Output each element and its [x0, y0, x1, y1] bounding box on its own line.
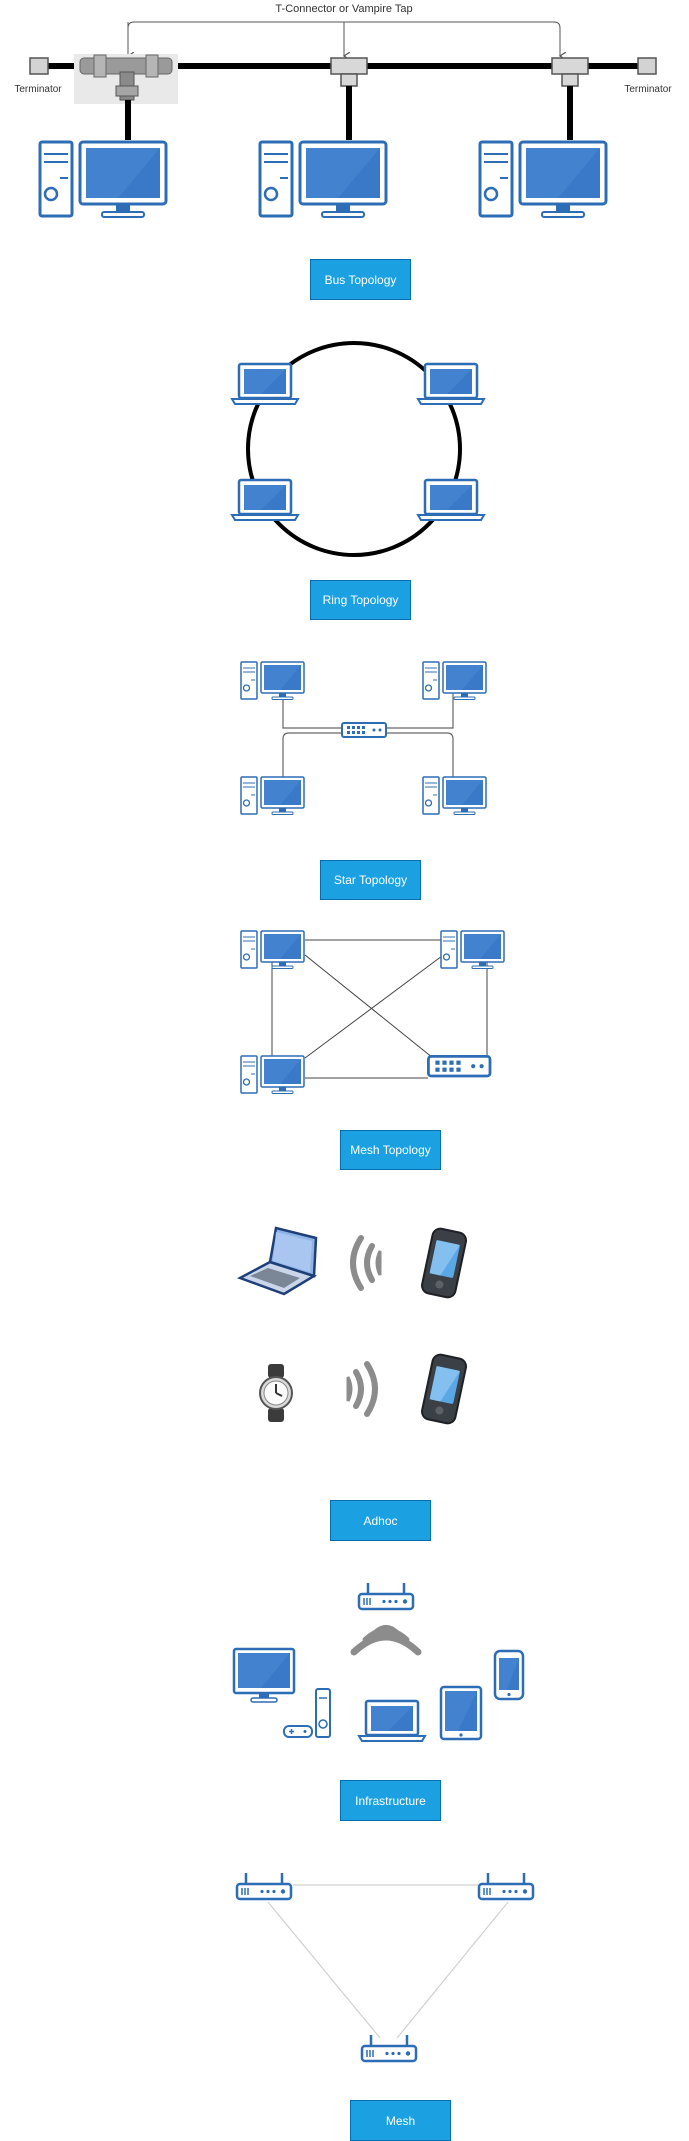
- terminator-left-label: Terminator: [14, 84, 62, 95]
- wireless-router-icon: [477, 1871, 535, 1901]
- wifi-signal-icon: [350, 1235, 382, 1291]
- laptop-icon: [230, 478, 300, 522]
- mesh-topology: [240, 930, 505, 1095]
- mesh-topology-caption: Mesh Topology: [340, 1130, 441, 1170]
- adhoc-network: [236, 1226, 469, 1426]
- ring-topology-caption: Ring Topology: [310, 580, 411, 620]
- wireless-router-icon: [357, 1581, 415, 1611]
- wifi-signal-icon: [346, 1361, 378, 1417]
- terminator-left-icon: [29, 57, 49, 75]
- laptop-icon: [357, 1699, 427, 1743]
- ring-topology: [230, 341, 486, 557]
- laptop-icon: [416, 478, 486, 522]
- tablet-icon: [439, 1685, 483, 1741]
- desktop-computer-icon: [478, 140, 608, 219]
- desktop-computer-icon: [38, 140, 168, 219]
- star-topology: [240, 661, 487, 816]
- laptop-icon: [230, 362, 300, 406]
- wifi-broadcast-icon: [350, 1625, 422, 1656]
- bus-topology: T-Connector or Vampire Tap Terminator Te…: [14, 3, 672, 219]
- desktop-monitor-icon: [232, 1647, 296, 1703]
- desktop-computer-icon: [240, 661, 305, 701]
- infrastructure-network: [232, 1581, 525, 1743]
- terminator-right-label: Terminator: [624, 84, 672, 95]
- mesh-caption: Mesh: [350, 2100, 451, 2141]
- desktop-computer-icon: [258, 140, 388, 219]
- bnc-connector-photo: [74, 54, 178, 104]
- t-connector-icon: [330, 57, 368, 87]
- desktop-computer-icon: [422, 776, 487, 816]
- desktop-computer-icon: [440, 930, 505, 970]
- bus-topology-caption: Bus Topology: [310, 259, 411, 300]
- connector-label: T-Connector or Vampire Tap: [275, 3, 412, 15]
- wireless-router-icon: [360, 2033, 418, 2063]
- t-connector-icon: [551, 57, 589, 87]
- smartphone-icon: [419, 1226, 469, 1300]
- laptop-icon: [236, 1226, 318, 1296]
- smartphone-icon: [419, 1352, 469, 1426]
- laptop-icon: [416, 362, 486, 406]
- desktop-computer-icon: [240, 1055, 305, 1095]
- desktop-computer-icon: [422, 661, 487, 701]
- ring-cable: [246, 341, 462, 557]
- star-topology-caption: Star Topology: [320, 860, 421, 900]
- infrastructure-caption: Infrastructure: [340, 1780, 441, 1821]
- desktop-computer-icon: [240, 776, 305, 816]
- smartwatch-icon: [259, 1364, 293, 1422]
- wireless-mesh-network: [235, 1871, 535, 2063]
- smartphone-icon: [493, 1649, 525, 1701]
- terminator-right-icon: [637, 57, 657, 75]
- wireless-router-icon: [235, 1871, 293, 1901]
- adhoc-caption: Adhoc: [330, 1500, 431, 1541]
- network-switch-icon: [341, 722, 387, 738]
- game-console-icon: [283, 1688, 331, 1738]
- network-switch-icon: [426, 1055, 492, 1078]
